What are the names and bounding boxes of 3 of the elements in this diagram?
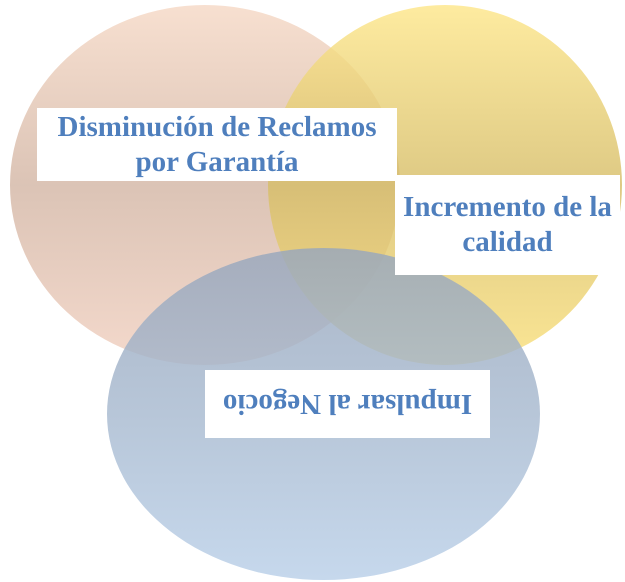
circle-label: Impulsar al Negocio — [205, 370, 490, 438]
circle-label: Incremento de la calidad — [395, 175, 620, 275]
circle-label: Disminución de Reclamos por Garantía — [37, 108, 397, 181]
